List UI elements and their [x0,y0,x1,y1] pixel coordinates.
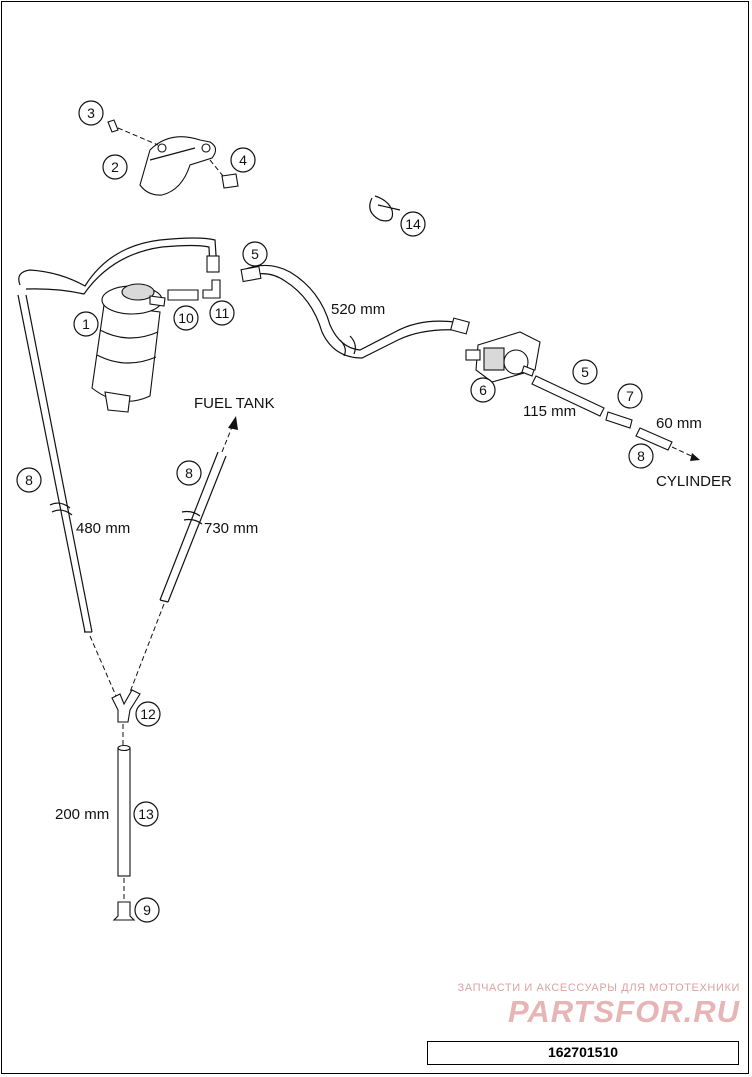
svg-text:3: 3 [87,105,95,121]
hose-end [206,255,220,273]
svg-text:5: 5 [251,246,259,262]
callout-10: 11 [209,300,235,326]
purge-valve-6 [465,331,541,383]
svg-text:1: 1 [82,316,90,332]
callout-11: 12 [135,701,161,727]
callout-5-upper: 5 [242,241,268,267]
callout-7: 7 [617,383,643,409]
hose-520 [242,264,456,351]
callout-3: 3 [78,100,104,126]
svg-text:7: 7 [626,388,634,404]
document-number: 162701510 [427,1041,739,1065]
callout-12: 13 [133,801,159,827]
svg-text:11: 11 [215,305,230,321]
svg-text:12: 12 [140,706,156,722]
label-115mm: 115 mm [523,403,576,420]
arrow-cylinder [690,453,700,461]
elbow-10 [202,279,221,299]
callout-6: 6 [470,377,496,403]
svg-text:9: 9 [143,902,151,918]
vent-hose-upper [18,237,218,287]
watermark-tagline: ЗАПЧАСТИ И АКСЕССУАРЫ ДЛЯ МОТОТЕХНИКИ [457,982,740,994]
callout-2: 2 [102,154,128,180]
label-520mm: 520 mm [331,301,385,318]
callout-13: 9 [134,897,160,923]
callout-8-left: 8 [16,467,42,493]
svg-text:8: 8 [25,472,33,488]
restrictor-7 [605,411,633,429]
svg-text:5: 5 [581,364,589,380]
label-480mm: 480 mm [76,520,130,537]
callout-4: 4 [230,147,256,173]
screw-3 [107,119,119,133]
svg-text:2: 2 [111,159,119,175]
callout-8-right: 8 [628,443,654,469]
svg-text:14: 14 [405,216,421,232]
svg-text:6: 6 [479,382,487,398]
label-cylinder: CYLINDER [656,473,732,490]
arrow-fuel-tank [228,416,238,430]
callout-14: 14 [400,211,426,237]
label-200mm: 200 mm [55,806,109,823]
svg-text:8: 8 [637,448,645,464]
hose-200 [117,747,131,877]
callout-9: 10 [173,305,199,331]
svg-text:8: 8 [185,465,193,481]
label-fuel-tank: FUEL TANK [194,395,275,412]
canister-bracket [139,136,217,196]
hose-480 [17,294,93,633]
y-connector-11 [111,689,141,723]
short-hose-9 [167,289,199,301]
callout-8-middle: 8 [176,460,202,486]
hose-730 [159,451,227,603]
hose-60 [635,427,673,451]
watermark-logo: PARTSFOR.RU [507,994,740,1029]
callout-1: 1 [73,311,99,337]
svg-text:13: 13 [138,806,154,822]
nut-4 [221,173,239,189]
hose-115 [531,375,605,417]
label-730mm: 730 mm [204,520,258,537]
callout-5-lower: 5 [572,359,598,385]
end-cap-13 [112,901,136,921]
cable-tie-14 [369,195,401,222]
svg-text:4: 4 [239,152,247,168]
carbon-canister [91,283,166,413]
label-60mm: 60 mm [656,415,702,432]
svg-text:10: 10 [178,310,194,326]
